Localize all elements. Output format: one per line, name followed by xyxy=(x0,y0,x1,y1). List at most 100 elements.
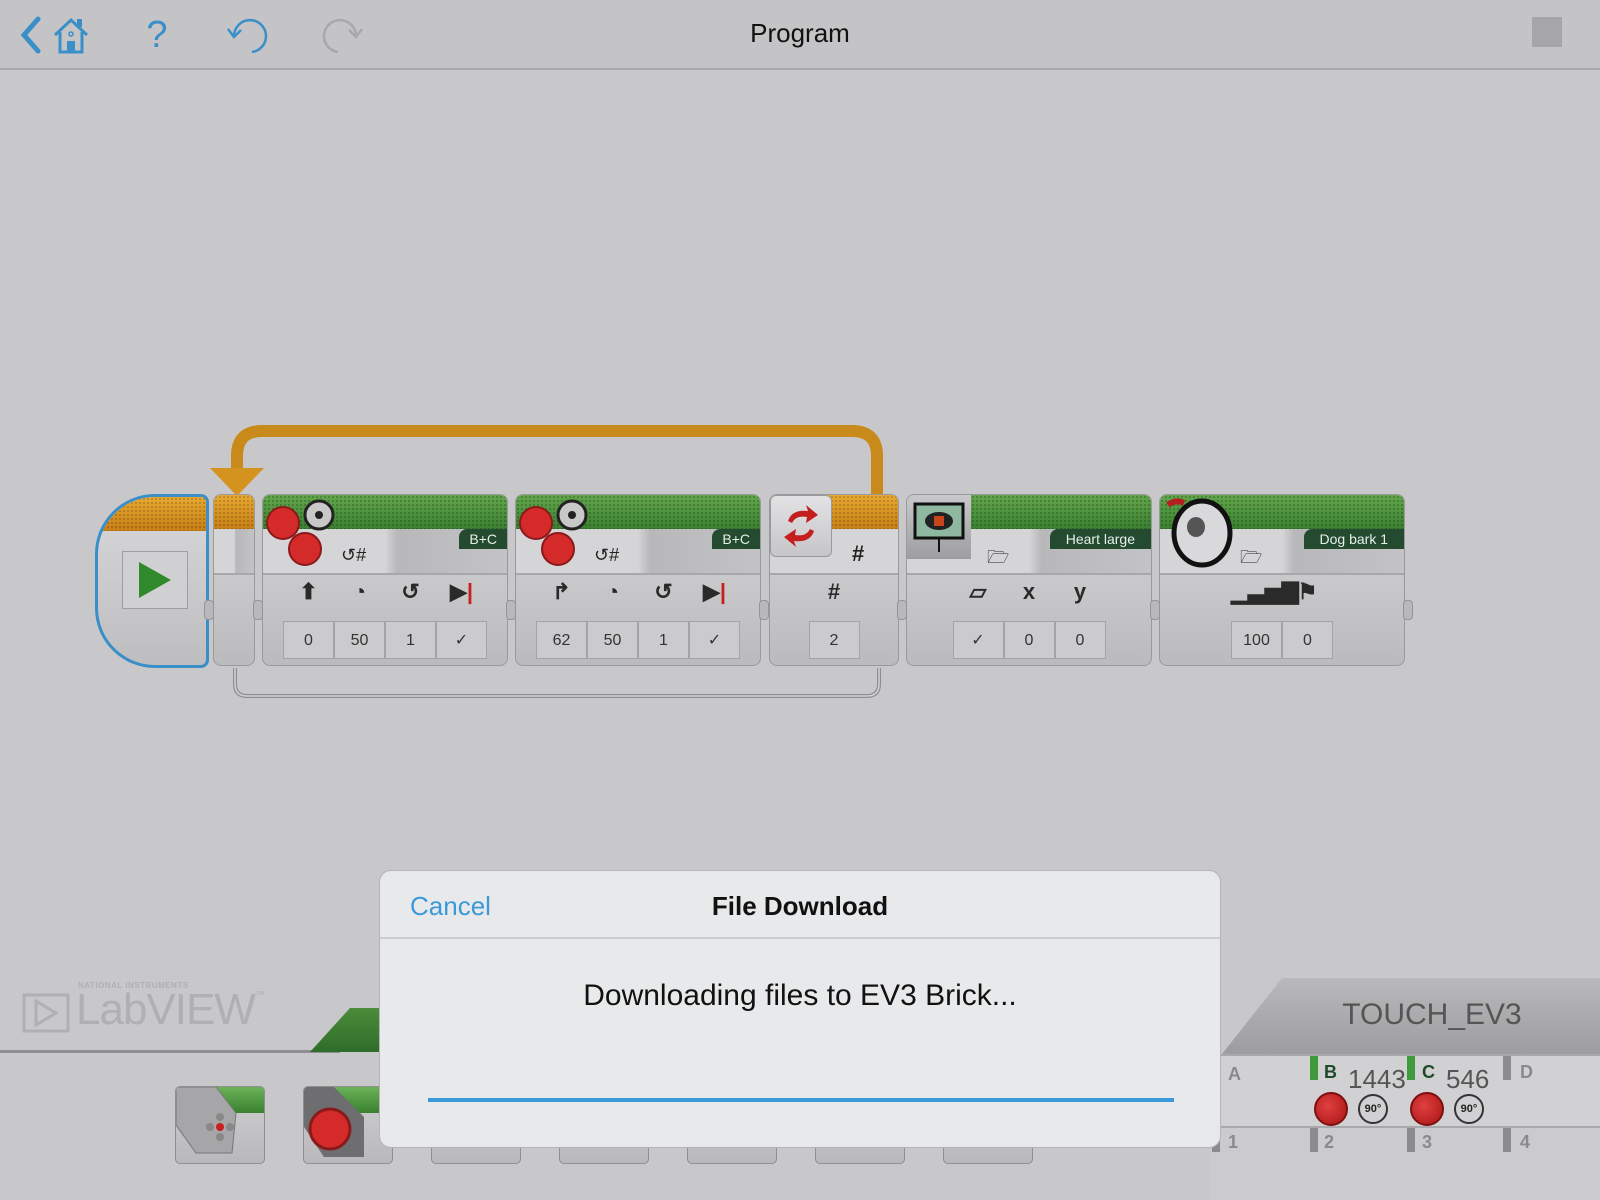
labview-logo: NATIONAL INSTRUMENTS LabVIEW ™ xyxy=(22,981,265,1035)
loop-start-mid xyxy=(214,529,254,575)
rotations-mode-icon[interactable]: ↺# xyxy=(594,545,620,565)
folder-icon[interactable]: 🗁 xyxy=(987,547,1010,567)
volume-value[interactable]: 100 xyxy=(1231,621,1282,659)
x-coordinate-icon: x xyxy=(1022,579,1036,604)
param-values: 100 0 xyxy=(1160,621,1404,661)
brake-icon: ▶| xyxy=(702,579,727,604)
sequence-connector xyxy=(1403,600,1413,620)
block-bar xyxy=(516,495,760,529)
port-3-indicator xyxy=(1407,1128,1415,1152)
port-selector[interactable]: B+C xyxy=(459,529,507,549)
move-steering-block-2[interactable]: B+C ↺# ↱ ◔ ↺ ▶| 62 50 1 ✓ xyxy=(515,494,761,666)
loop-end-block[interactable]: # # 2 xyxy=(769,494,899,666)
rotations-value[interactable]: 1 xyxy=(385,621,436,659)
param-values: ✓ 0 0 xyxy=(907,621,1151,661)
clear-eraser-icon: ▱ xyxy=(969,579,987,604)
port-c-degrees-icon[interactable]: 90° xyxy=(1454,1094,1484,1124)
brick-header[interactable]: TOUCH_EV3 xyxy=(1222,978,1600,1054)
power-value[interactable]: 50 xyxy=(334,621,385,659)
sequence-connector xyxy=(759,600,769,620)
cancel-button[interactable]: Cancel xyxy=(410,891,491,921)
display-icon xyxy=(907,495,971,559)
loop-start-bar xyxy=(214,495,254,529)
steering-value[interactable]: 0 xyxy=(283,621,334,659)
port-2-label: 2 xyxy=(1324,1132,1335,1152)
display-block[interactable]: Heart large 🗁 ▱ x y ✓ 0 0 xyxy=(906,494,1152,666)
port-a-label: A xyxy=(1228,1064,1241,1084)
palette-medium-motor[interactable] xyxy=(175,1086,265,1164)
power-value[interactable]: 50 xyxy=(587,621,638,659)
brake-value[interactable]: ✓ xyxy=(436,621,487,659)
port-c-indicator xyxy=(1407,1056,1415,1080)
loop-arc xyxy=(210,425,883,698)
steering-straight-icon: ⬆ xyxy=(299,579,318,604)
y-coordinate-icon: y xyxy=(1073,579,1087,604)
play-button[interactable] xyxy=(122,551,188,609)
port-c-motor-icon xyxy=(1410,1092,1444,1126)
steering-value[interactable]: 62 xyxy=(536,621,587,659)
rotations-icon: ↺ xyxy=(654,579,673,604)
medium-motor-icon xyxy=(176,1087,237,1154)
start-block-bar xyxy=(98,497,206,531)
sequence-connector xyxy=(1150,600,1160,620)
param-icons: ▁▃▅▇ ⚑ xyxy=(1160,579,1404,609)
port-c-label: C xyxy=(1422,1062,1435,1082)
block-bar xyxy=(263,495,507,529)
home-icon[interactable] xyxy=(48,12,94,58)
palette-large-motor[interactable] xyxy=(303,1086,393,1164)
loop-start-block[interactable] xyxy=(213,494,255,666)
dialog-title: File Download xyxy=(711,891,889,921)
x-value[interactable]: 0 xyxy=(1003,621,1055,659)
loop-mode-count[interactable]: # xyxy=(852,541,865,566)
loop-count-value[interactable]: 2 xyxy=(808,621,860,659)
param-values: 0 50 1 ✓ xyxy=(263,621,507,661)
folder-icon[interactable]: 🗁 xyxy=(1240,547,1263,567)
palette-divider xyxy=(0,1050,340,1053)
brake-value[interactable]: ✓ xyxy=(689,621,740,659)
param-icons: ↱ ◔ ↺ ▶| xyxy=(516,579,760,609)
port-b-indicator xyxy=(1310,1056,1318,1080)
sequence-connector xyxy=(506,600,516,620)
param-icons: ⬆ ◔ ↺ ▶| xyxy=(263,579,507,609)
dialog-message: Downloading files to EV3 Brick... xyxy=(583,979,1017,1012)
play-type-value[interactable]: 0 xyxy=(1282,621,1333,659)
sequence-connector xyxy=(253,600,263,620)
rotations-icon: ↺ xyxy=(401,579,420,604)
large-motor-pair-icon xyxy=(266,499,335,566)
sequence-connector xyxy=(204,600,214,620)
port-selector[interactable]: B+C xyxy=(712,529,760,549)
download-progress-fill xyxy=(428,1098,1174,1102)
move-steering-block-1[interactable]: B+C ↺# ⬆ ◔ ↺ ▶| 0 50 1 ✓ xyxy=(262,494,508,666)
stop-icon[interactable] xyxy=(1532,17,1562,47)
port-d-label: D xyxy=(1520,1062,1533,1082)
sound-block[interactable]: Dog bark 1 🗁 ▁▃▅▇ ⚑ 100 0 xyxy=(1159,494,1405,666)
redo-icon[interactable] xyxy=(318,12,364,58)
program-canvas[interactable] xyxy=(0,72,1600,972)
file-name[interactable]: Heart large xyxy=(1049,529,1151,549)
brake-icon: ▶| xyxy=(449,579,474,604)
large-motor-pair-icon xyxy=(519,499,588,566)
rotations-value[interactable]: 1 xyxy=(638,621,689,659)
param-values: 62 50 1 ✓ xyxy=(516,621,760,661)
trademark: ™ xyxy=(254,990,265,1001)
page-title: Program xyxy=(750,18,850,48)
output-ports-row: A B 1443 90° C 546 90° D xyxy=(1210,1054,1600,1126)
help-icon[interactable]: ? xyxy=(146,13,168,56)
back-chevron-icon[interactable] xyxy=(8,12,54,58)
port-b-value: 1443 xyxy=(1348,1064,1406,1094)
start-block[interactable] xyxy=(95,494,209,668)
clear-screen-value[interactable]: ✓ xyxy=(952,621,1004,659)
company-name: NATIONAL INSTRUMENTS xyxy=(78,981,189,990)
undo-icon[interactable] xyxy=(226,12,272,58)
product-name: LabVIEW xyxy=(76,985,256,1034)
file-download-dialog: File Download Cancel Downloading files t… xyxy=(379,870,1221,1148)
count-icon: # xyxy=(827,579,841,604)
port-d-indicator xyxy=(1503,1056,1511,1080)
port-b-degrees-icon[interactable]: 90° xyxy=(1358,1094,1388,1124)
large-motor-icon xyxy=(304,1087,364,1157)
rotations-mode-icon[interactable]: ↺# xyxy=(341,545,367,565)
dialog-header: File Download Cancel xyxy=(380,871,1220,939)
y-value[interactable]: 0 xyxy=(1054,621,1106,659)
port-4-label: 4 xyxy=(1520,1132,1531,1152)
file-name[interactable]: Dog bark 1 xyxy=(1303,529,1404,549)
